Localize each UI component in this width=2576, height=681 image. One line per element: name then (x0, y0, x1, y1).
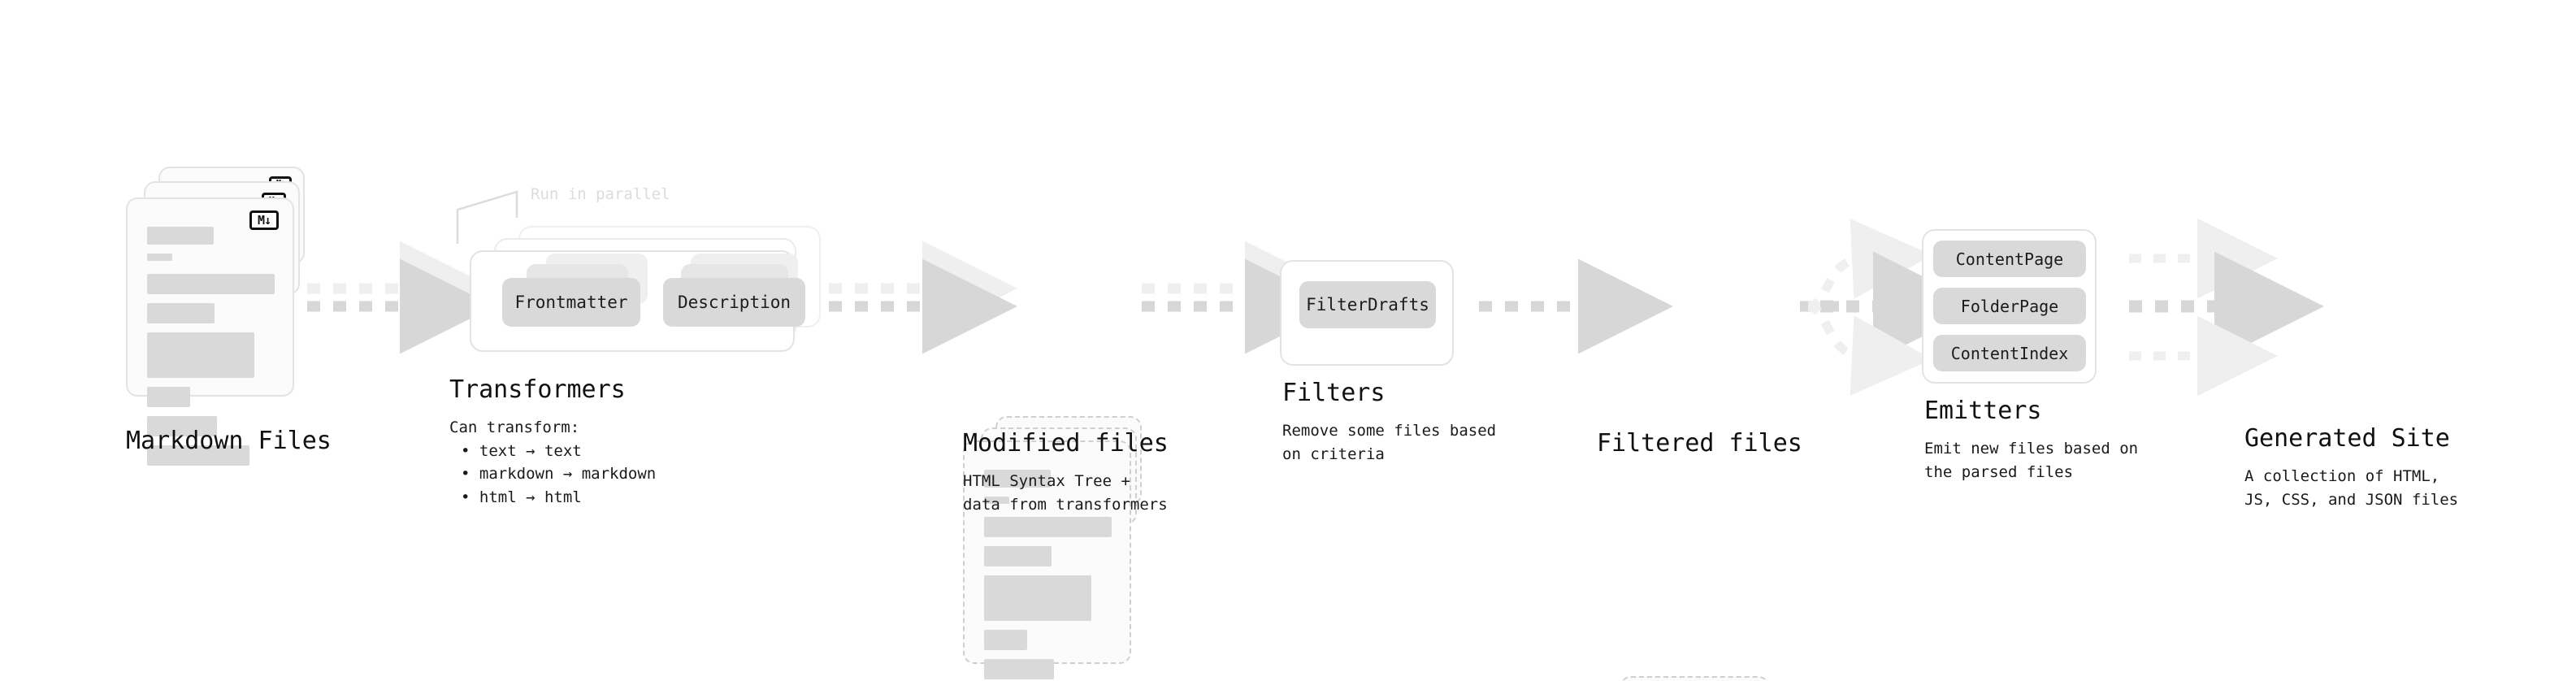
stage-markdown-files: M↓ M↓ M↓ (126, 167, 313, 466)
parallel-bracket (456, 190, 518, 244)
run-in-parallel-label: Run in parallel (531, 185, 670, 203)
stage-filters: FilterDrafts (1280, 260, 1459, 370)
markdown-card-content (147, 227, 275, 466)
emitter-chip-contentpage[interactable]: ContentPage (1933, 241, 2086, 277)
connector-emitters-to-site (2129, 218, 2324, 397)
content-bar (984, 470, 1051, 488)
connector-transformers-to-modified (829, 241, 1017, 354)
transformers-bullet: • markdown → markdown (461, 465, 657, 483)
content-bar (984, 575, 1091, 621)
content-bar (147, 274, 275, 294)
transformers-bullet: • text → text (461, 441, 582, 460)
connector-modified-to-filters (1142, 241, 1340, 354)
filtered-card-back (1620, 676, 1770, 681)
emitter-chip-contentindex[interactable]: ContentIndex (1933, 335, 2086, 371)
content-bar (147, 227, 214, 245)
modified-card-content (984, 470, 1112, 681)
transformer-chip-description[interactable]: Description (663, 278, 805, 327)
stage-emitters: ContentPage FolderPage ContentIndex (1922, 229, 2109, 392)
stage-filtered-files (1597, 676, 1784, 681)
modified-files-title: Modified files (963, 429, 1169, 458)
content-bar (147, 254, 173, 261)
markdown-card-front: M↓ (126, 197, 294, 466)
filter-chip-filterdrafts[interactable]: FilterDrafts (1299, 281, 1436, 328)
transformer-chip-frontmatter[interactable]: Frontmatter (502, 278, 640, 327)
connector-filtered-to-emitters (1800, 219, 1983, 396)
content-bar (984, 497, 1010, 504)
stage-modified-files (963, 416, 1150, 679)
generated-site-title: Generated Site (2244, 424, 2450, 453)
chip-label: Description (677, 293, 791, 312)
content-bar (984, 659, 1055, 679)
emitters-subtitle: Emit new files based on the parsed files (1924, 440, 2139, 481)
chip-label: ContentIndex (1950, 343, 2069, 363)
transformers-description: Can transform: • text → text • markdown … (449, 416, 656, 509)
stage-transformers: Run in parallel Frontmatter Description (447, 185, 837, 362)
chip-label: Frontmatter (514, 293, 628, 312)
modified-files-subtitle: HTML Syntax Tree + data from transformer… (963, 472, 1168, 514)
content-bar (147, 416, 218, 436)
transformers-subtitle-head: Can transform: (449, 419, 580, 436)
content-bar (984, 517, 1112, 537)
connector-markdown-to-transformers (307, 241, 495, 354)
markdown-files-title: Markdown Files (126, 427, 332, 455)
emitters-title: Emitters (1924, 397, 2042, 425)
filtered-files-title: Filtered files (1597, 429, 1802, 458)
markdown-icon: M↓ (249, 210, 279, 230)
content-bar (147, 303, 215, 323)
generated-site-subtitle: A collection of HTML, JS, CSS, and JSON … (2244, 467, 2459, 509)
content-bar (147, 387, 191, 407)
chip-label: FolderPage (1960, 296, 2059, 316)
transformers-bullet: • html → html (461, 488, 582, 506)
modified-card-front (963, 440, 1131, 679)
content-bar (147, 332, 254, 378)
chip-label: FilterDrafts (1306, 295, 1429, 314)
transformers-title: Transformers (449, 375, 626, 404)
content-bar (984, 630, 1028, 650)
filters-subtitle: Remove some files based on criteria (1282, 422, 1497, 463)
content-bar (147, 445, 249, 466)
chip-label: ContentPage (1955, 249, 2064, 269)
emitter-chip-folderpage[interactable]: FolderPage (1933, 288, 2086, 324)
filters-title: Filters (1282, 379, 1386, 407)
content-bar (984, 546, 1052, 566)
